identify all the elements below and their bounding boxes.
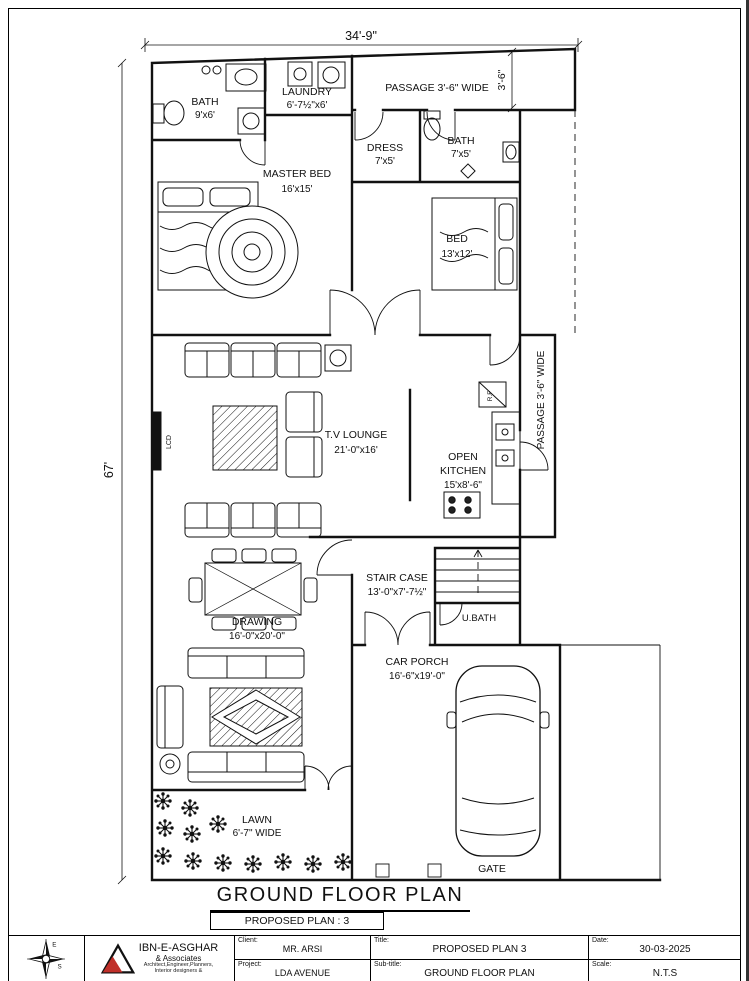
room-label-drawing: DRAWING [232, 616, 282, 628]
thin-lines [375, 549, 661, 880]
room-size-laundry: 6'-7½"x6' [287, 100, 328, 111]
label-rf: R.F [487, 391, 494, 402]
dim-height: 67' [102, 462, 116, 478]
bed-furniture [431, 197, 518, 291]
room-size-lawn: 6'-7" WIDE [233, 828, 282, 839]
firm-desc-2: Interior designers & [154, 967, 203, 974]
client-label: Client: [238, 937, 258, 944]
room-label-bath2: BATH [447, 135, 474, 147]
room-size-drawing: 16'-0"x20'-0" [229, 631, 285, 642]
dim-width: 34'-9" [345, 29, 377, 43]
plan-title: GROUND FLOOR PLAN [210, 884, 470, 912]
kitchen-fixtures [443, 381, 521, 519]
client-value: MR. ARSI [282, 944, 323, 954]
lounge-sofas [184, 342, 352, 538]
title-value: PROPOSED PLAN 3 [432, 944, 527, 955]
drawing-rug [209, 687, 303, 747]
gate-post [427, 863, 442, 878]
title-cell: Title: PROPOSED PLAN 3 [370, 936, 588, 959]
door-swings [239, 111, 549, 791]
firm-subname: & Associates [155, 953, 202, 963]
date-value: 30-03-2025 [639, 944, 691, 955]
room-size-bed: 13'x12' [441, 249, 472, 260]
room-label-kitchen-2: KITCHEN [440, 465, 486, 477]
room-size-bath1: 9'x6' [195, 110, 215, 121]
lounge-rug [212, 405, 278, 471]
room-size-kitchen: 15'x8'-6" [444, 480, 482, 491]
subtitle-value: GROUND FLOOR PLAN [424, 968, 535, 979]
bath1-fixtures [152, 63, 267, 135]
date-cell: Date: 30-03-2025 [588, 936, 741, 959]
page-edge [746, 0, 749, 981]
scale-cell: Scale: N.T.S [588, 959, 741, 981]
room-label-dress: DRESS [367, 142, 403, 154]
title-block: E S IBN-E-ASGHAR & Associates Architect,… [8, 935, 741, 981]
firm-name: IBN-E-ASGHAR [138, 942, 219, 955]
label-lcd: LCD [166, 435, 173, 449]
project-label: Project: [238, 961, 262, 968]
room-label-stairs: STAIR CASE [366, 572, 428, 584]
title-label: Title: [374, 937, 389, 944]
dimension-lines [117, 38, 583, 885]
room-label-laundry: LAUNDRY [282, 86, 332, 98]
dining-set [188, 548, 318, 631]
fridge [478, 381, 507, 408]
room-label-car-porch: CAR PORCH [385, 656, 448, 668]
compass-cell: E S [8, 936, 84, 981]
plan-subtitle: PROPOSED PLAN : 3 [210, 912, 384, 930]
room-label-bath1: BATH [191, 96, 218, 108]
firm-logo-icon [100, 943, 135, 974]
project-cell: Project: LDA AVENUE [234, 959, 370, 981]
laundry-fixtures [287, 61, 346, 89]
room-label-passage-right: PASSAGE 3'-6" WIDE [536, 350, 547, 449]
room-size-dress: 7'x5' [375, 156, 395, 167]
gate-post [375, 863, 390, 878]
bath2-fixtures [423, 110, 520, 179]
date-label: Date: [592, 937, 609, 944]
lcd-tv [152, 411, 162, 471]
room-size-tv-lounge: 21'-0"x16' [334, 445, 378, 456]
room-size-master-bed: 16'x15' [281, 184, 312, 195]
room-label-tv-lounge: T.V LOUNGE [325, 429, 387, 441]
room-label-bed: BED [446, 233, 468, 245]
room-label-ubath: U.BATH [462, 613, 496, 624]
room-size-car-porch: 16'-6"x19'-0" [389, 671, 445, 682]
room-label-lawn: LAWN [242, 814, 272, 826]
room-size-bath2: 7'x5' [451, 149, 471, 160]
floor-plan-drawing: 34'-9" 67' 3'-6" BATH 9'x6' LAUNDRY 6'-7… [102, 29, 662, 885]
plan-labels: 34'-9" 67' 3'-6" BATH 9'x6' LAUNDRY 6'-7… [102, 29, 547, 875]
drawing-sofas [156, 647, 305, 783]
room-label-kitchen-1: OPEN [448, 451, 478, 463]
label-gate: GATE [478, 863, 506, 875]
scale-value: N.T.S [652, 968, 678, 979]
firm-desc-1: Architect,Engineer,Planners, [143, 962, 214, 969]
dim-passage: 3'-6" [496, 69, 508, 90]
client-cell: Client: MR. ARSI [234, 936, 370, 959]
room-label-passage-top: PASSAGE 3'-6" WIDE [385, 82, 489, 94]
car [446, 665, 550, 857]
walls [150, 47, 662, 882]
compass-e: E [52, 941, 56, 948]
furniture [152, 61, 550, 874]
project-value: LDA AVENUE [274, 968, 331, 978]
scale-label: Scale: [592, 961, 612, 968]
room-label-master-bed: MASTER BED [263, 168, 332, 180]
subtitle-cell: Sub-title: GROUND FLOOR PLAN [370, 959, 588, 981]
room-size-stairs: 13'-0"x7'-7½" [368, 587, 427, 598]
master-bed-furniture [157, 181, 299, 299]
compass-icon: E S [27, 939, 65, 979]
compass-s: S [58, 963, 62, 970]
subtitle-label: Sub-title: [374, 961, 402, 968]
firm-cell: IBN-E-ASGHAR & Associates Architect,Engi… [84, 936, 234, 981]
dashed-lines [477, 110, 576, 598]
